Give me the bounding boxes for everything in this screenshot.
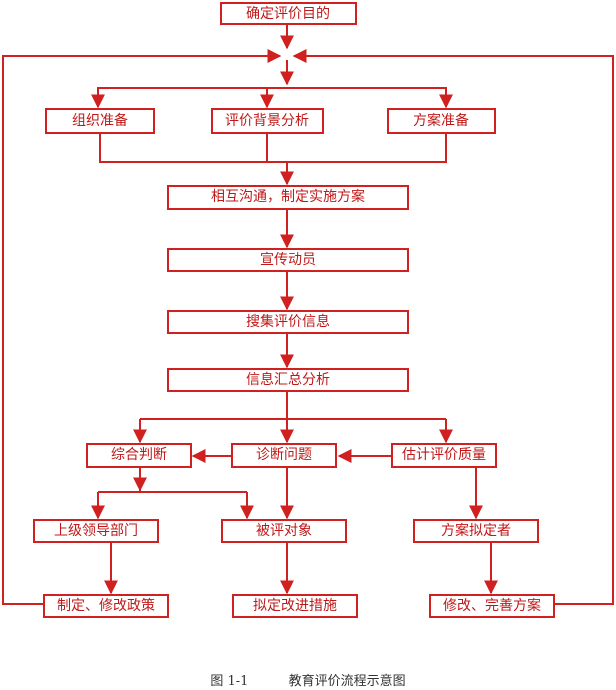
node-plan-prep: 方案准备 — [387, 108, 496, 134]
connectors — [2, 24, 614, 605]
node-diagnose-label: 诊断问题 — [256, 447, 312, 463]
node-goal: 确定评价目的 — [220, 2, 357, 25]
node-estimate: 估计评价质量 — [391, 443, 497, 468]
node-background-label: 评价背景分析 — [225, 113, 309, 129]
node-measures-label: 拟定改进措施 — [253, 598, 337, 614]
node-planners-label: 方案拟定者 — [441, 522, 511, 539]
node-leaders-label: 上级领导部门 — [54, 523, 138, 539]
figure-caption: 图 1-1 教育评价流程示意图 — [0, 670, 616, 689]
node-communicate: 相互沟通，制定实施方案 — [167, 185, 409, 210]
edge-split-judge — [98, 467, 247, 493]
node-collect: 搜集评价信息 — [167, 310, 409, 334]
node-communicate-label: 相互沟通，制定实施方案 — [211, 188, 365, 205]
node-judge-label: 综合判断 — [111, 447, 167, 463]
node-improve: 修改、完善方案 — [429, 594, 555, 618]
edge-split-analysis — [140, 391, 446, 420]
node-policy-label: 制定、修改政策 — [57, 597, 155, 614]
edge-feedback-right — [292, 49, 614, 605]
node-mobilize: 宣传动员 — [167, 248, 409, 272]
node-plan-prep-label: 方案准备 — [413, 112, 469, 129]
node-evaluated: 被评对象 — [221, 519, 347, 543]
node-leaders: 上级领导部门 — [33, 519, 159, 543]
node-aggregate-label: 信息汇总分析 — [246, 371, 330, 388]
node-mobilize-label: 宣传动员 — [260, 252, 316, 268]
node-diagnose: 诊断问题 — [231, 443, 337, 468]
edge-merge-prep — [99, 133, 447, 163]
node-estimate-label: 估计评价质量 — [402, 447, 486, 463]
caption-number: 图 1-1 — [210, 674, 249, 689]
node-improve-label: 修改、完善方案 — [443, 597, 541, 614]
node-evaluated-label: 被评对象 — [256, 523, 312, 539]
node-collect-label: 搜集评价信息 — [246, 313, 330, 330]
node-judge: 综合判断 — [86, 443, 192, 468]
node-aggregate: 信息汇总分析 — [167, 368, 409, 392]
node-policy: 制定、修改政策 — [43, 594, 169, 618]
node-planners: 方案拟定者 — [413, 519, 539, 543]
node-background: 评价背景分析 — [211, 108, 324, 134]
caption-title: 教育评价流程示意图 — [288, 674, 406, 689]
node-organize-label: 组织准备 — [72, 112, 128, 129]
node-measures: 拟定改进措施 — [232, 594, 358, 618]
edge-split-prep — [97, 87, 447, 107]
node-goal-label: 确定评价目的 — [246, 6, 330, 22]
node-organize: 组织准备 — [45, 108, 155, 134]
edge-feedback-left — [2, 49, 282, 605]
